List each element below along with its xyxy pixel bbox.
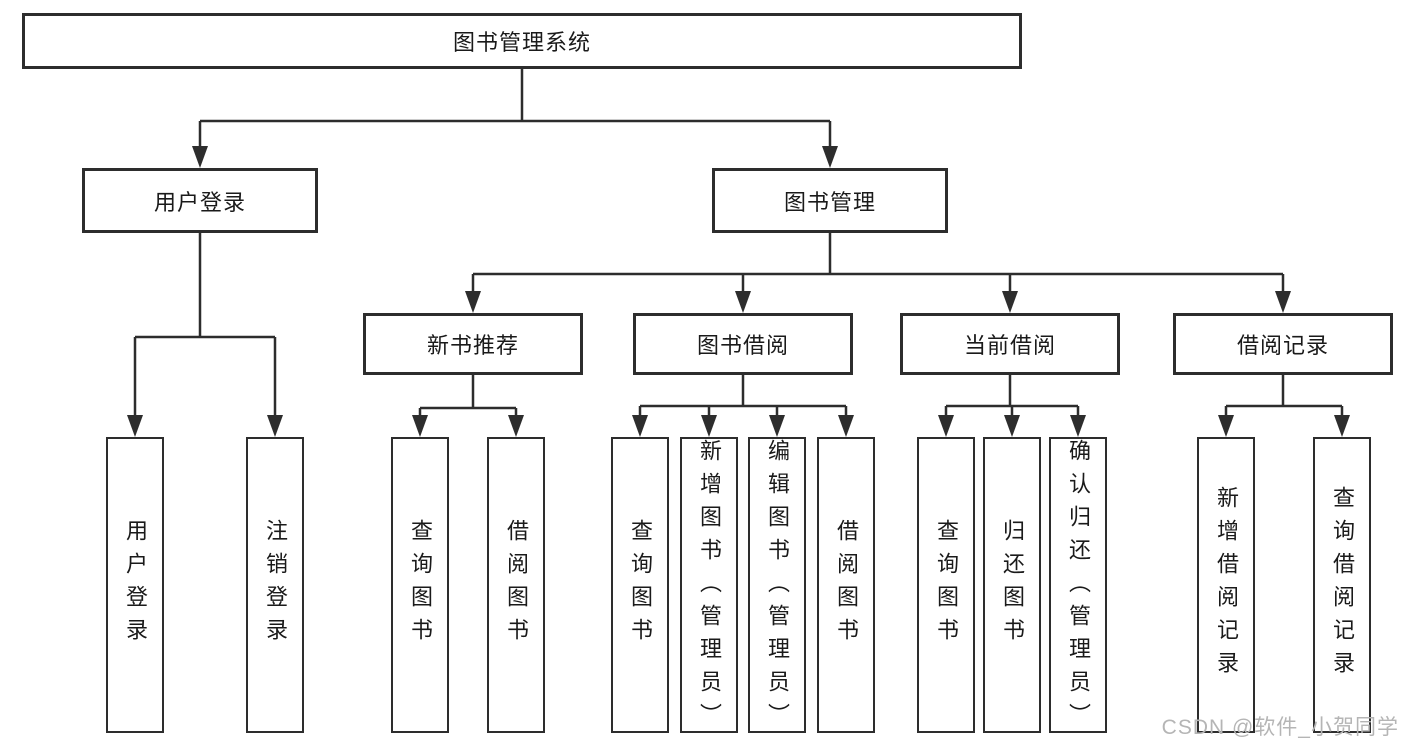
- leaf-borrow-query-book: 查询图书: [611, 437, 669, 733]
- node-user-login-group-label: 用户登录: [153, 189, 246, 215]
- node-book-borrow: 图书借阅: [633, 313, 853, 375]
- leaf-borrow-book: 借阅图书: [817, 437, 875, 733]
- node-book-borrow-label: 图书借阅: [696, 333, 789, 358]
- leaf-add-book-admin-label: 新增图书（管理员）: [697, 439, 722, 736]
- arrowheads: [127, 146, 1350, 437]
- leaf-confirm-return-admin-label: 确认归还（管理员）: [1066, 439, 1091, 736]
- leaf-edit-book-admin: 编辑图书（管理员）: [748, 437, 806, 736]
- leaf-logout: 注销登录: [246, 437, 304, 733]
- leaf-confirm-return-admin: 确认归还（管理员）: [1049, 437, 1107, 736]
- leaf-query-borrow-record: 查询借阅记录: [1313, 437, 1371, 733]
- leaf-current-query-book-label: 查询图书: [934, 519, 959, 651]
- leaf-borrow-query-book-label: 查询图书: [628, 519, 653, 651]
- leaf-recommend-borrow-book-label: 借阅图书: [504, 519, 529, 651]
- node-current-borrow-label: 当前借阅: [963, 333, 1056, 358]
- leaf-edit-book-admin-label: 编辑图书（管理员）: [765, 439, 790, 736]
- node-current-borrow: 当前借阅: [900, 313, 1120, 375]
- leaf-recommend-query-book: 查询图书: [391, 437, 449, 733]
- node-book-management: 图书管理: [712, 168, 948, 233]
- leaf-add-book-admin: 新增图书（管理员）: [680, 437, 738, 736]
- leaf-user-login-label: 用户登录: [123, 519, 148, 651]
- leaf-return-book-label: 归还图书: [1000, 519, 1025, 651]
- leaf-recommend-query-book-label: 查询图书: [408, 519, 433, 651]
- node-book-management-label: 图书管理: [783, 189, 876, 215]
- leaf-recommend-borrow-book: 借阅图书: [487, 437, 545, 733]
- node-borrow-records-label: 借阅记录: [1236, 333, 1329, 358]
- node-new-book-recommend: 新书推荐: [363, 313, 583, 375]
- node-borrow-records: 借阅记录: [1173, 313, 1393, 375]
- leaf-user-login: 用户登录: [106, 437, 164, 733]
- leaf-current-query-book: 查询图书: [917, 437, 975, 733]
- watermark: CSDN @软件_小贺同学: [1161, 716, 1399, 739]
- leaf-logout-label: 注销登录: [263, 519, 288, 651]
- leaf-return-book: 归还图书: [983, 437, 1041, 733]
- leaf-borrow-book-label: 借阅图书: [834, 519, 859, 651]
- node-root: 图书管理系统: [22, 13, 1022, 69]
- leaf-query-borrow-record-label: 查询借阅记录: [1330, 486, 1355, 684]
- node-user-login-group: 用户登录: [82, 168, 318, 233]
- leaf-add-borrow-record-label: 新增借阅记录: [1214, 486, 1239, 684]
- node-new-book-recommend-label: 新书推荐: [426, 333, 519, 358]
- leaf-add-borrow-record: 新增借阅记录: [1197, 437, 1255, 733]
- node-root-label: 图书管理系统: [452, 30, 591, 55]
